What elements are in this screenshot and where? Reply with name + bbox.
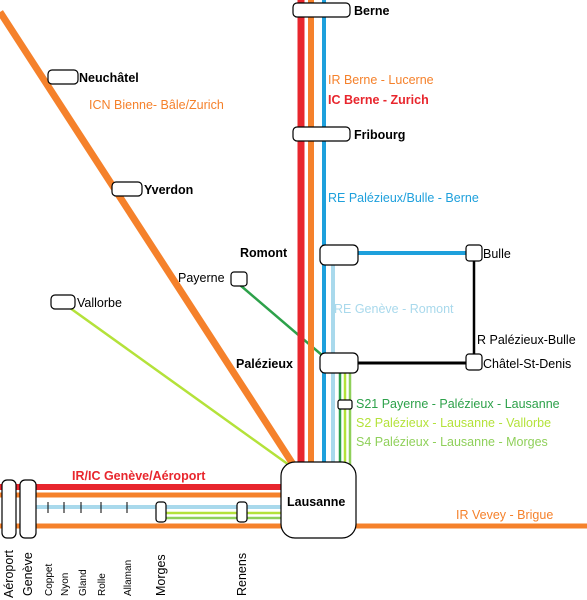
line-label-icn: ICN Bienne- Bâle/Zurich — [89, 98, 224, 112]
station-label-romont: Romont — [240, 246, 288, 260]
station-label-coppet: Coppet — [44, 564, 55, 596]
station-box-chatel[interactable] — [465, 353, 483, 371]
station-label-nyon: Nyon — [60, 573, 71, 596]
station-box-fribourg[interactable] — [292, 126, 351, 142]
station-box-lausanne[interactable] — [280, 461, 357, 539]
station-box-geneve[interactable] — [19, 479, 37, 539]
line-label-re-palezieux-berne: RE Palézieux/Bulle - Berne — [328, 191, 479, 205]
station-label-palezieux: Palézieux — [236, 357, 293, 371]
line-label-ir-vevey: IR Vevey - Brigue — [456, 508, 553, 522]
station-box-romont[interactable] — [319, 244, 359, 266]
line-label-re-geneve-romont: RE Genève - Romont — [334, 302, 454, 316]
station-label-neuchatel: Neuchâtel — [79, 71, 139, 85]
line-label-s4: S4 Palézieux - Lausanne - Morges — [356, 435, 548, 449]
station-box-vallorbe[interactable] — [50, 294, 76, 310]
station-label-payerne: Payerne — [178, 271, 225, 285]
station-box-palezieux[interactable] — [319, 352, 359, 374]
station-label-bulle: Bulle — [483, 247, 511, 261]
station-box-payerne[interactable] — [230, 271, 248, 287]
regional-stop-ticks — [47, 502, 128, 513]
station-label-allaman: Allaman — [123, 560, 134, 596]
line-label-r-palezieux-bulle: R Palézieux-Bulle — [477, 333, 576, 347]
line-label-ir-ic-geneve: IR/IC Genève/Aéroport — [72, 469, 206, 483]
station-box-yverdon[interactable] — [111, 181, 143, 197]
station-box-aeroport[interactable] — [1, 479, 17, 539]
station-box-neuchatel[interactable] — [47, 69, 79, 85]
station-label-aeroport: Aéroport — [2, 550, 16, 598]
payerne-route-line — [239, 284, 331, 363]
icn-route-line — [0, 10, 301, 474]
station-box-bulle[interactable] — [465, 244, 483, 262]
station-label-lausanne: Lausanne — [287, 495, 345, 509]
line-label-ir-berne-lucerne: IR Berne - Lucerne — [328, 73, 434, 87]
station-label-renens: Renens — [235, 553, 249, 596]
station-box-morges[interactable] — [155, 501, 167, 523]
line-label-s21: S21 Payerne - Palézieux - Lausanne — [356, 397, 560, 411]
vallorbe-route-line — [69, 306, 297, 472]
station-label-geneve: Genève — [21, 552, 35, 596]
station-label-yverdon: Yverdon — [144, 183, 193, 197]
line-label-s2: S2 Palézieux - Lausanne - Vallorbe — [356, 416, 551, 430]
station-label-berne: Berne — [354, 4, 389, 18]
station-label-fribourg: Fribourg — [354, 128, 405, 142]
station-label-vallorbe: Vallorbe — [77, 296, 122, 310]
station-label-rolle: Rolle — [97, 573, 108, 596]
station-label-gland: Gland — [78, 569, 89, 596]
station-box-renens[interactable] — [236, 501, 248, 523]
station-box-s-stop[interactable] — [337, 399, 353, 410]
station-label-chatel: Châtel-St-Denis — [483, 357, 571, 371]
station-box-berne[interactable] — [292, 2, 351, 18]
station-label-morges: Morges — [154, 554, 168, 596]
line-label-ic-berne-zurich: IC Berne - Zurich — [328, 93, 429, 107]
